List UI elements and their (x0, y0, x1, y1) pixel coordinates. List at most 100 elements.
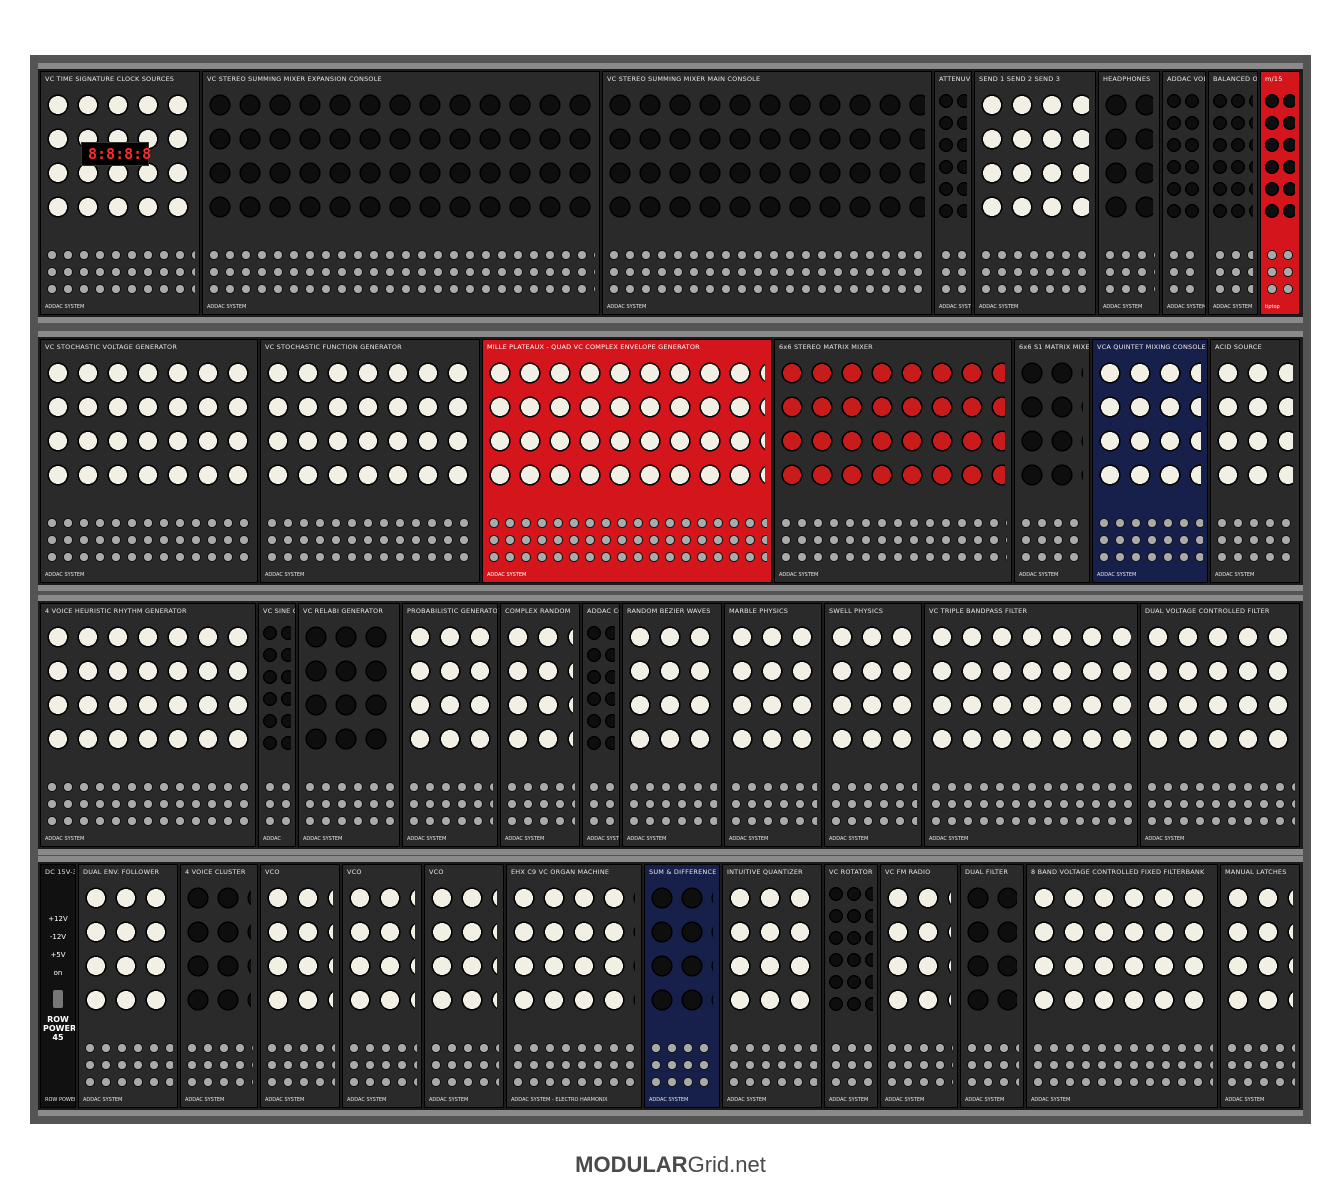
jack-array[interactable] (885, 1041, 953, 1093)
jack-array[interactable] (265, 1041, 335, 1093)
knob-array[interactable] (305, 626, 393, 756)
module-brand: ADDAC SYSTEM (979, 304, 1019, 310)
module-brand: ADDAC SYSTEM (505, 836, 545, 842)
module-vc-stereo-summing-mixer-expansion-consol: VC STEREO SUMMING MIXER EXPANSION CONSOL… (202, 71, 600, 315)
knob-array[interactable] (887, 887, 951, 1017)
knob-array[interactable] (489, 362, 765, 492)
jack-array[interactable] (829, 1041, 873, 1093)
jack-array[interactable] (83, 1041, 173, 1093)
jack-array[interactable] (627, 780, 717, 832)
jack-array[interactable] (487, 516, 767, 568)
knob-array[interactable] (1099, 362, 1201, 492)
jack-array[interactable] (265, 516, 475, 568)
jack-array[interactable] (607, 248, 927, 300)
jack-array[interactable] (511, 1041, 637, 1093)
jack-array[interactable] (429, 1041, 499, 1093)
module-title: SUM & DIFFERENCE (649, 868, 717, 876)
jack-array[interactable] (347, 1041, 417, 1093)
jack-array[interactable] (1213, 248, 1253, 300)
module-dc-15v-30v: DC 15V-30VROW POWER 45ROW POWER 45+12V-1… (40, 864, 76, 1108)
jack-array[interactable] (45, 516, 253, 568)
jack-array[interactable] (263, 780, 291, 832)
knob-array[interactable] (267, 887, 333, 1017)
jack-array[interactable] (303, 780, 395, 832)
jack-array[interactable] (587, 780, 615, 832)
knob-array[interactable] (981, 94, 1089, 224)
module-brand: ADDAC SYSTEM (965, 1097, 1005, 1103)
module-brand: ADDAC SYSTEM (829, 1097, 869, 1103)
knob-array[interactable] (263, 626, 291, 756)
power-switch[interactable] (53, 990, 63, 1008)
knob-array[interactable] (267, 362, 473, 492)
knob-array[interactable] (629, 626, 715, 756)
jack-array[interactable] (729, 780, 817, 832)
knob-array[interactable] (1147, 626, 1293, 756)
knob-array[interactable] (1105, 94, 1153, 224)
jack-array[interactable] (185, 1041, 253, 1093)
jack-array[interactable] (407, 780, 493, 832)
module-attenuverters: ATTENUVERTERSADDAC SYSTEM (934, 71, 972, 315)
jack-array[interactable] (505, 780, 575, 832)
knob-array[interactable] (409, 626, 491, 756)
knob-array[interactable] (507, 626, 573, 756)
knob-array[interactable] (1217, 362, 1293, 492)
jack-array[interactable] (939, 248, 967, 300)
jack-array[interactable] (1225, 1041, 1295, 1093)
jack-array[interactable] (979, 248, 1091, 300)
knob-array[interactable] (1213, 94, 1253, 224)
knob-array[interactable] (1021, 362, 1083, 492)
jack-array[interactable] (1103, 248, 1155, 300)
knob-array[interactable] (1167, 94, 1201, 224)
knob-array[interactable] (609, 94, 925, 224)
knob-array[interactable] (431, 887, 497, 1017)
knob-array[interactable] (187, 887, 251, 1017)
module-brand: ADDAC SYSTEM (45, 572, 85, 578)
knob-array[interactable] (209, 94, 593, 224)
jack-array[interactable] (829, 780, 917, 832)
knob-array[interactable] (651, 887, 713, 1017)
knob-array[interactable] (1227, 887, 1293, 1017)
jack-array[interactable] (649, 1041, 715, 1093)
jack-array[interactable] (207, 248, 595, 300)
knob-array[interactable] (731, 626, 815, 756)
knob-array[interactable] (513, 887, 635, 1017)
jack-array[interactable] (45, 780, 251, 832)
knob-array[interactable] (967, 887, 1017, 1017)
jack-array[interactable] (1265, 248, 1295, 300)
jack-array[interactable] (965, 1041, 1019, 1093)
jack-array[interactable] (779, 516, 1007, 568)
jack-array[interactable] (45, 248, 195, 300)
knob-array[interactable] (831, 626, 915, 756)
module-brand: ADDAC SYSTEM (1145, 836, 1185, 842)
jack-array[interactable] (1167, 248, 1201, 300)
jack-array[interactable] (1031, 1041, 1213, 1093)
module-addac-complex-random-expander: ADDAC COMPLEX RANDOM EXPANDERADDAC SYSTE… (582, 603, 620, 847)
knob-array[interactable] (349, 887, 415, 1017)
jack-array[interactable] (1215, 516, 1295, 568)
knob-array[interactable] (931, 626, 1131, 756)
knob-array[interactable] (85, 887, 171, 1017)
knob-array[interactable] (1033, 887, 1211, 1017)
knob-array[interactable] (1265, 94, 1295, 224)
jack-array[interactable] (1145, 780, 1295, 832)
jack-array[interactable] (727, 1041, 817, 1093)
knob-array[interactable] (781, 362, 1005, 492)
knob-array[interactable] (47, 362, 251, 492)
knob-array[interactable] (729, 887, 815, 1017)
rail (38, 63, 1303, 69)
module-balanced-out: BALANCED OUTADDAC SYSTEM (1208, 71, 1258, 315)
jack-array[interactable] (1097, 516, 1203, 568)
knob-array[interactable] (47, 626, 249, 756)
jack-array[interactable] (929, 780, 1133, 832)
knob-array[interactable] (829, 887, 873, 1017)
knob-array[interactable] (587, 626, 615, 756)
module-title: BALANCED OUT (1213, 75, 1257, 83)
jack-array[interactable] (1019, 516, 1085, 568)
knob-array[interactable] (939, 94, 967, 224)
